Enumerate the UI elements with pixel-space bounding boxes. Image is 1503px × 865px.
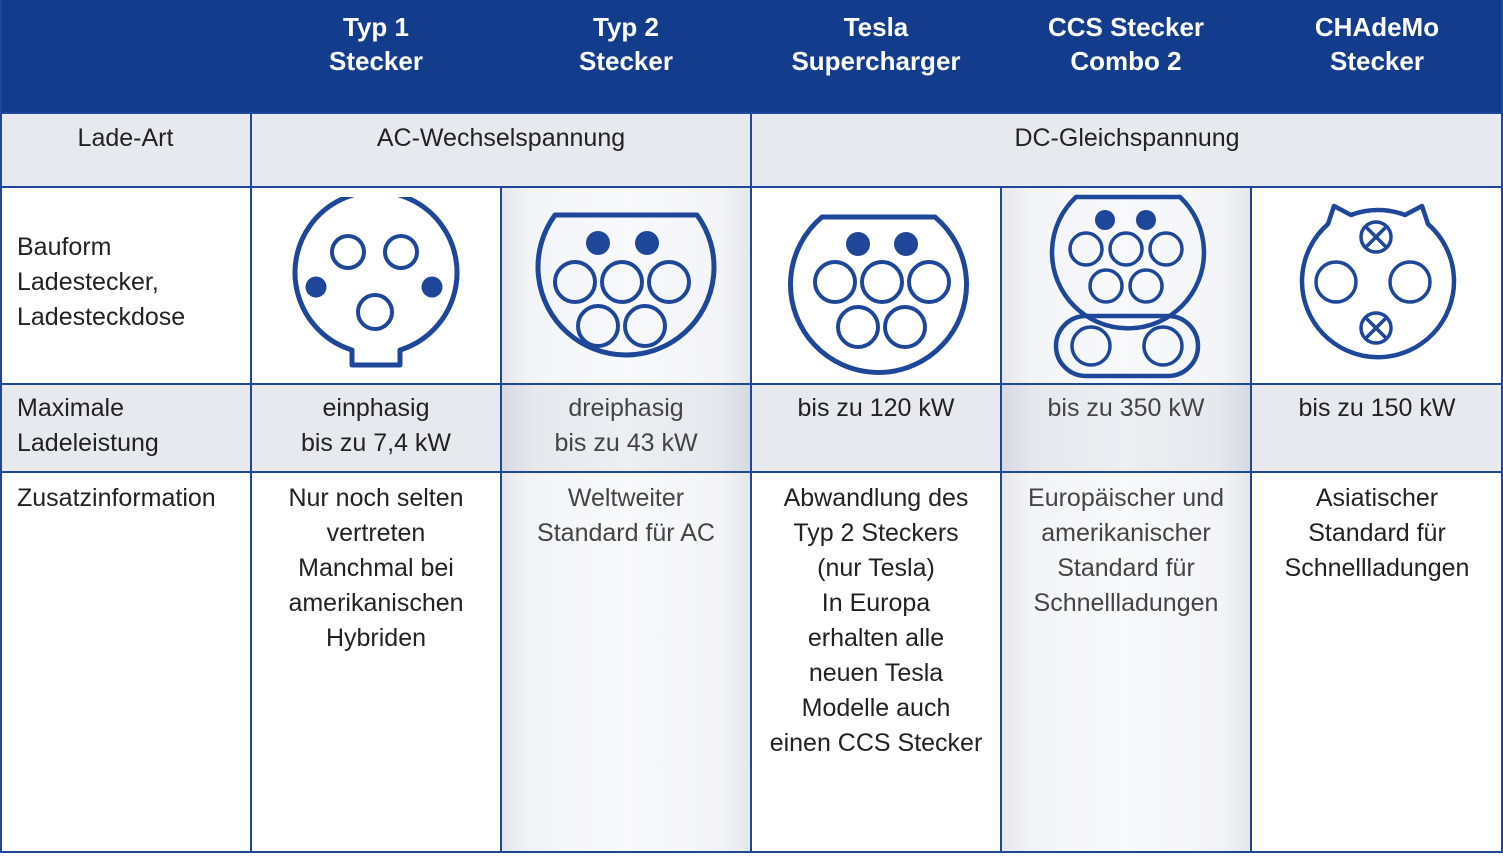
zusatz-chademo-line: Asiatischer <box>1315 484 1439 512</box>
grid-line <box>250 113 252 853</box>
zusatz-label: Zusatzinformation <box>17 484 216 512</box>
ladeart-label-cell: Lade-Art <box>0 113 251 187</box>
zusatz-tesla-line: Modelle auch <box>801 694 951 722</box>
zusatz-label-cell: Zusatzinformation <box>0 472 251 853</box>
zusatz-type1-cell: Nur noch selten vertreten Manchmal bei a… <box>251 472 501 853</box>
leistung-label-line2: Ladeleistung <box>17 429 159 457</box>
header-type2: Typ 2 Stecker <box>501 0 751 113</box>
ladeart-dc-cell: DC-Gleichspannung <box>751 113 1503 187</box>
leistung-type1-line1: einphasig <box>322 394 430 422</box>
zusatz-type2-line: Standard für AC <box>537 519 715 547</box>
zusatz-type2-cell: Weltweiter Standard für AC <box>501 472 751 853</box>
header-type1: Typ 1 Stecker <box>251 0 501 113</box>
zusatz-ccs-line: Schnellladungen <box>1033 589 1219 617</box>
header-ccs-line2: Combo 2 <box>1070 46 1182 76</box>
zusatz-tesla-line: neuen Tesla <box>808 659 944 687</box>
zusatz-tesla-line: einen CCS Stecker <box>769 729 983 757</box>
tesla-supercharger-connector-icon <box>788 214 969 375</box>
leistung-type2-line2: bis zu 43 kW <box>554 429 698 457</box>
ladeart-label: Lade-Art <box>77 124 174 152</box>
header-type2-line1: Typ 2 <box>593 12 659 42</box>
leistung-chademo-line1: bis zu 150 kW <box>1298 394 1456 422</box>
ladeart-ac-cell: AC-Wechselspannung <box>251 113 751 187</box>
zusatz-type1-line: Manchmal bei <box>298 554 454 582</box>
grid-line <box>1250 187 1252 853</box>
bauform-type2-cell <box>501 187 751 384</box>
grid-line <box>1501 0 1503 853</box>
header-chademo-line1: CHAdeMo <box>1314 12 1440 42</box>
zusatz-tesla-line: (nur Tesla) <box>817 554 935 582</box>
zusatz-ccs-cell: Europäischer und amerikanischer Standard… <box>1001 472 1251 853</box>
zusatz-tesla-line: In Europa <box>821 589 931 617</box>
zusatz-type1-line: Nur noch selten <box>288 484 464 512</box>
zusatz-tesla-line: Typ 2 Steckers <box>793 519 959 547</box>
leistung-type2-line1: dreiphasig <box>568 394 684 422</box>
grid-line <box>1000 187 1002 853</box>
zusatz-ccs-line: Standard für <box>1057 554 1195 582</box>
zusatz-type2-line: Weltweiter <box>567 484 685 512</box>
zusatz-tesla-cell: Abwandlung des Typ 2 Steckers (nur Tesla… <box>751 472 1001 853</box>
zusatz-ccs-line: amerikanischer <box>1041 519 1211 547</box>
header-type1-line2: Stecker <box>329 46 423 76</box>
grid-line <box>500 187 502 853</box>
zusatz-tesla-line: erhalten alle <box>807 624 945 652</box>
leistung-tesla-cell: bis zu 120 kW <box>751 384 1001 472</box>
header-tesla-line1: Tesla <box>843 12 909 42</box>
header-empty <box>0 0 251 113</box>
type1-connector-icon <box>292 197 460 368</box>
zusatz-type1-line: amerikanischen <box>288 589 464 617</box>
chademo-connector-icon <box>1299 203 1457 360</box>
zusatz-chademo-cell: Asiatischer Standard für Schnellladungen <box>1251 472 1503 853</box>
leistung-ccs-line1: bis zu 350 kW <box>1047 394 1205 422</box>
grid-line <box>750 113 752 853</box>
zusatz-chademo-line: Schnellladungen <box>1284 554 1470 582</box>
ladeart-dc: DC-Gleichspannung <box>1014 124 1240 152</box>
grid-line <box>0 0 2 853</box>
type2-connector-icon <box>535 212 717 358</box>
leistung-type1-cell: einphasig bis zu 7,4 kW <box>251 384 501 472</box>
bauform-ccs-cell <box>1001 187 1251 384</box>
zusatz-ccs-line: Europäischer und <box>1028 484 1224 512</box>
leistung-ccs-cell: bis zu 350 kW <box>1001 384 1251 472</box>
zusatz-type1-line: Hybriden <box>325 624 427 652</box>
leistung-label-cell: Maximale Ladeleistung <box>0 384 251 472</box>
ccs-combo2-connector-icon <box>1049 194 1207 379</box>
leistung-type2-cell: dreiphasig bis zu 43 kW <box>501 384 751 472</box>
bauform-label-cell: Bauform Ladestecker, Ladesteckdose <box>0 187 251 384</box>
zusatz-tesla-line: Abwandlung des <box>783 484 969 512</box>
bauform-label-line1: Bauform <box>17 233 112 261</box>
header-ccs-line1: CCS Stecker <box>1047 12 1205 42</box>
zusatz-chademo-line: Standard für <box>1308 519 1446 547</box>
leistung-tesla-line1: bis zu 120 kW <box>797 394 955 422</box>
header-tesla-line2: Supercharger <box>791 46 961 76</box>
bauform-label-line3: Ladesteckdose <box>17 303 186 331</box>
ladeart-ac: AC-Wechselspannung <box>376 124 626 152</box>
leistung-type1-line2: bis zu 7,4 kW <box>300 429 452 457</box>
header-type2-line2: Stecker <box>579 46 673 76</box>
leistung-chademo-cell: bis zu 150 kW <box>1251 384 1503 472</box>
header-chademo-line2: Stecker <box>1330 46 1424 76</box>
header-type1-line1: Typ 1 <box>343 12 409 42</box>
bauform-label-line2: Ladestecker, <box>17 268 159 296</box>
zusatz-type1-line: vertreten <box>326 519 426 547</box>
leistung-label-line1: Maximale <box>17 394 124 422</box>
